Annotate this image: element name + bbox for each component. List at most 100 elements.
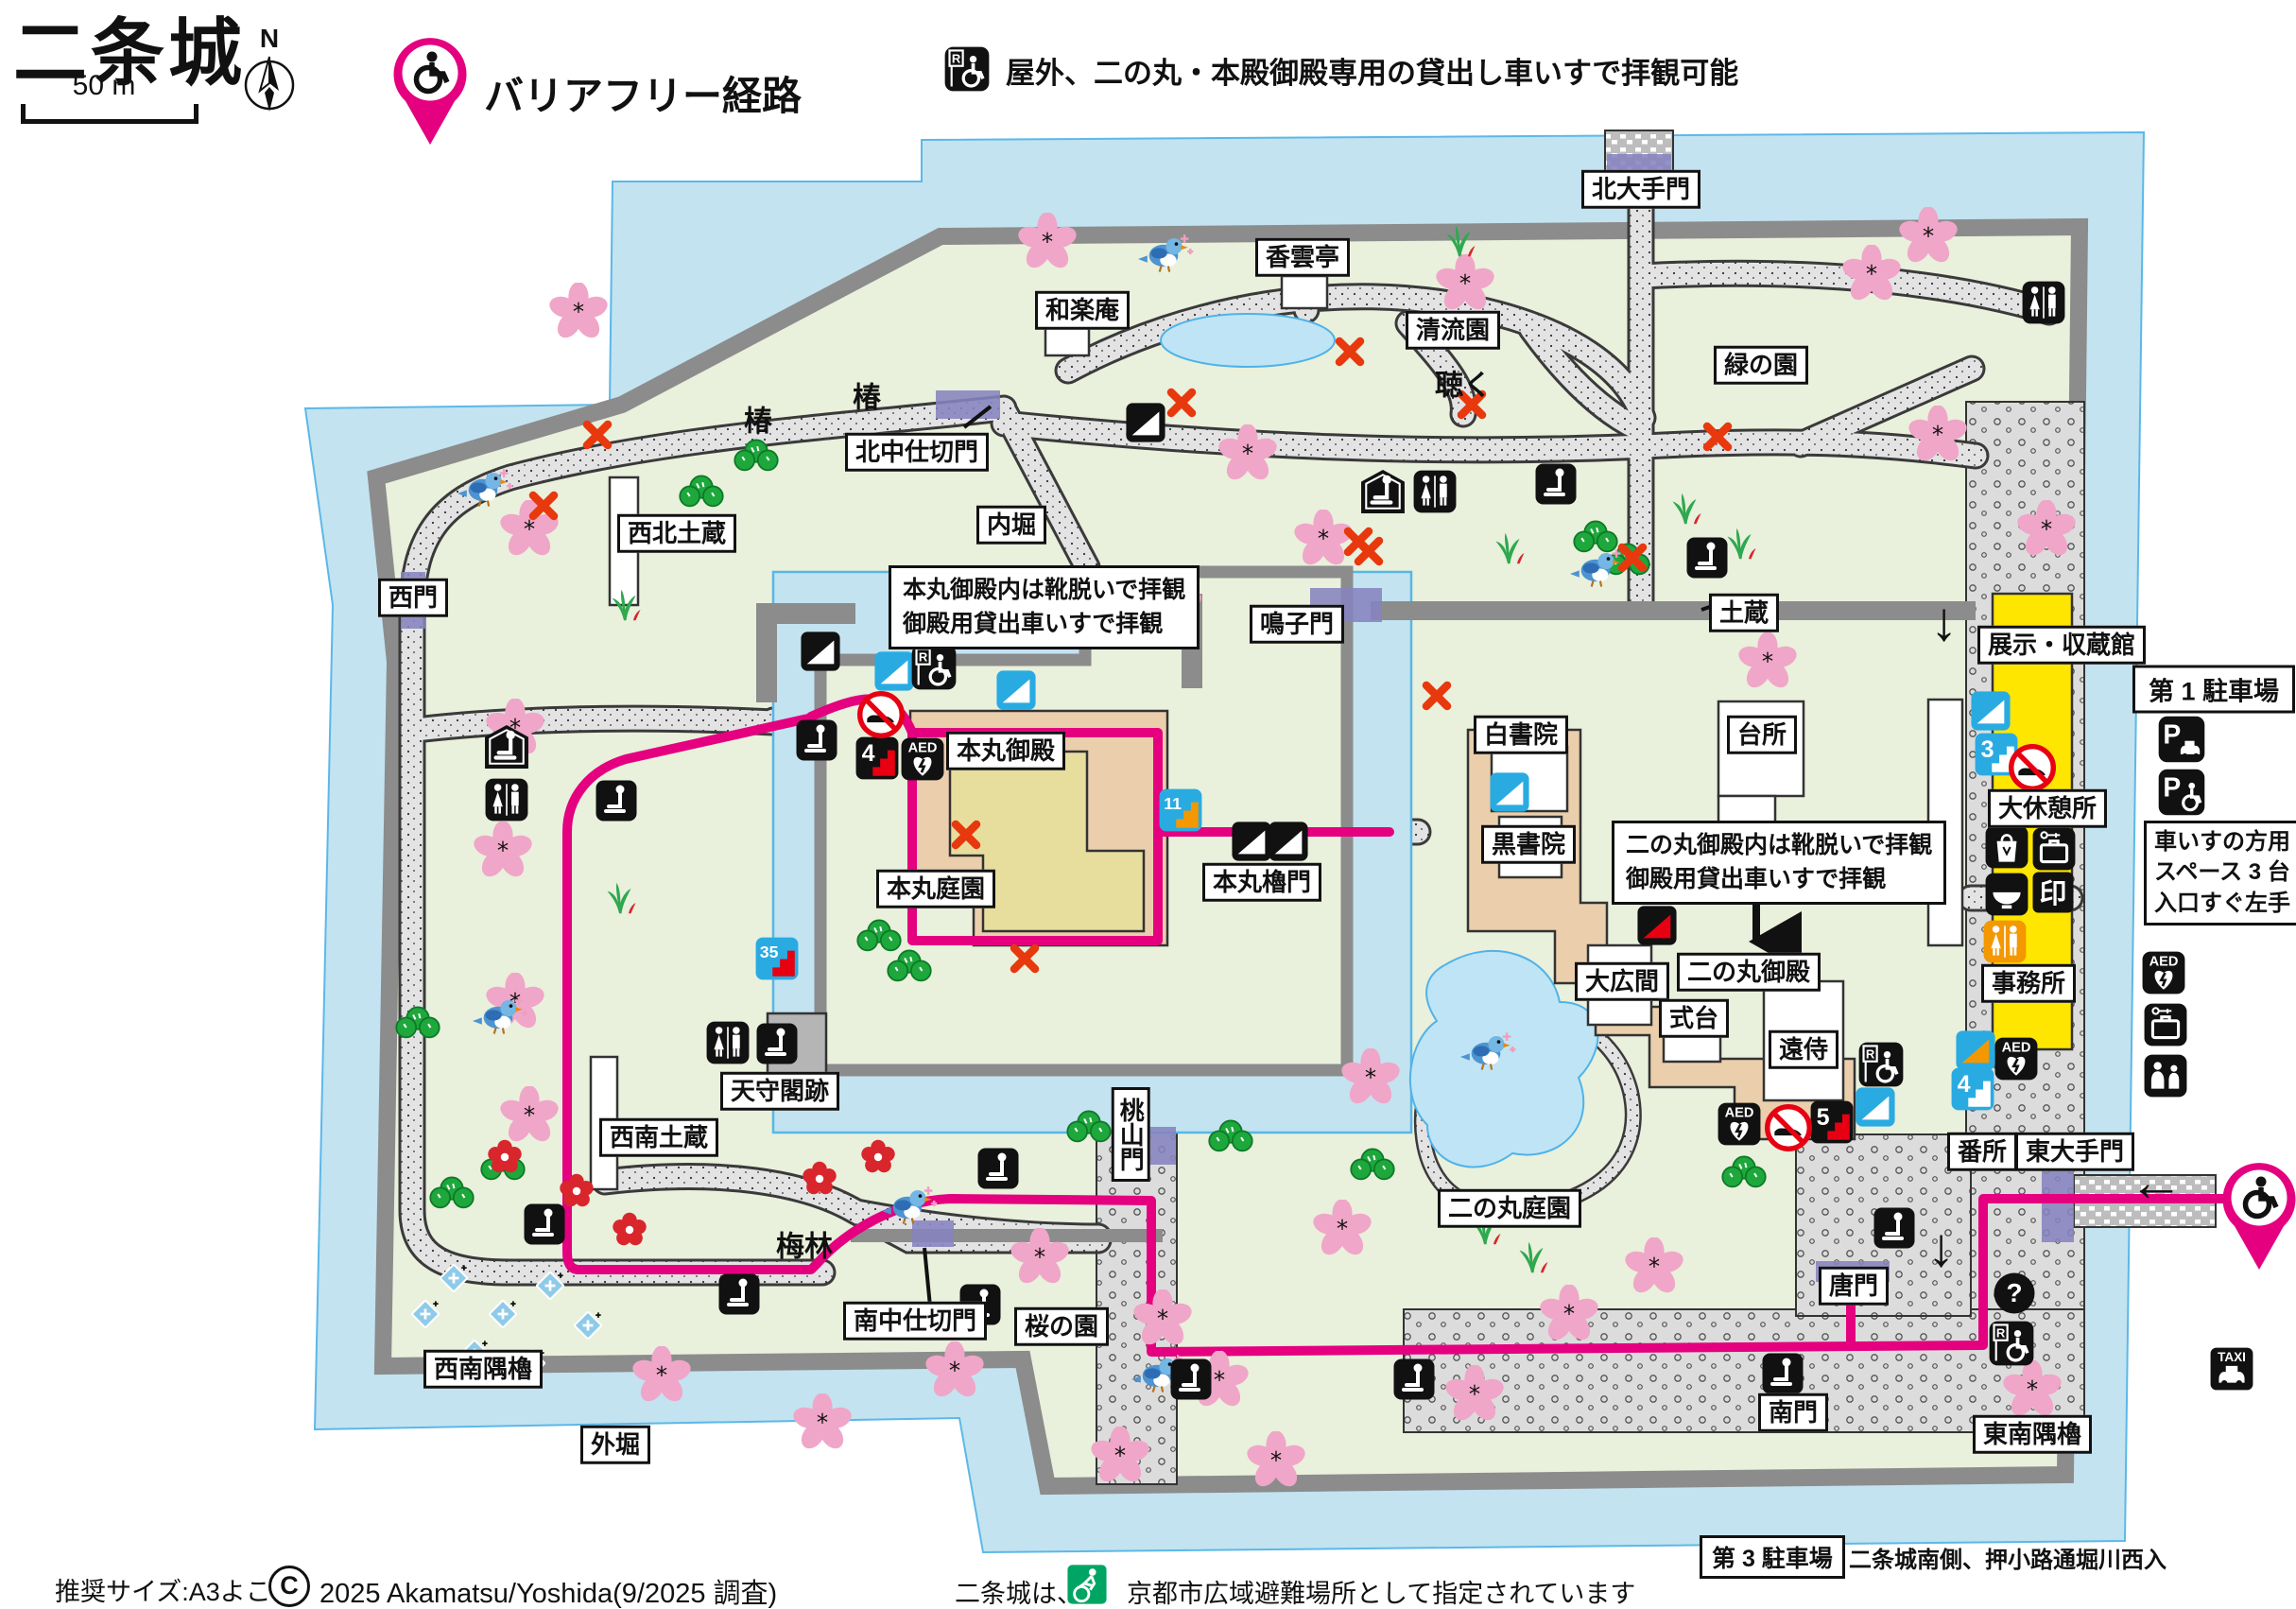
bench-icon [1169, 1358, 1213, 1401]
grass-icon [602, 586, 646, 624]
svg-text:11: 11 [1164, 794, 1182, 813]
pine-icon [854, 915, 905, 957]
nursing-icon [2143, 1053, 2188, 1099]
r-wheelchair-icon: R [910, 644, 958, 691]
route-legend-label: バリアフリー経路 [484, 74, 803, 118]
map-label: 内堀 [975, 505, 1047, 545]
svg-text:*: * [1157, 1305, 1168, 1332]
scale-label: 50 m [72, 70, 136, 101]
blue-flower-icon [439, 1263, 469, 1293]
toilet-icon [484, 777, 529, 822]
map-label: 桜の園 [1013, 1306, 1110, 1346]
sakura-icon: * [793, 1393, 852, 1452]
map-label: 西門 [377, 578, 449, 617]
svg-text:*: * [1459, 269, 1471, 297]
page-title: 二条城 [13, 11, 247, 95]
svg-text:*: * [1214, 1366, 1225, 1393]
svg-text:*: * [1923, 222, 1934, 250]
map-label: 台所 [1726, 715, 1798, 754]
svg-text:TAXI: TAXI [2218, 1350, 2246, 1364]
honmaru-note: 本丸御殿内は靴脱いで拝観 御殿用貸出車いすで拝観 [889, 565, 1200, 649]
closed-path-x-icon [949, 818, 983, 852]
locker-icon [2143, 1002, 2188, 1047]
map-label: 椿 [853, 382, 881, 414]
parking3-note: 二条城南側、押小路通堀川西入 [1849, 1548, 2167, 1573]
sakura-icon: * [1738, 631, 1797, 691]
closed-path-x-icon [1333, 335, 1367, 369]
map-label: 外堀 [579, 1425, 651, 1464]
svg-text:*: * [1337, 1215, 1348, 1242]
recommended-size-note: 推奨サイズ:A3よこ [55, 1578, 271, 1606]
evacuation-site-icon [1066, 1564, 1108, 1605]
map-label: 二の丸庭園 [1437, 1188, 1582, 1228]
bench-icon [1392, 1358, 1436, 1401]
plum-icon [858, 1137, 898, 1177]
grass-icon [1486, 529, 1529, 567]
bird-icon [453, 458, 513, 509]
map-label: 番所 [1946, 1132, 2018, 1171]
parking1-info-line1: 車いすの方用 [2154, 829, 2290, 855]
svg-text:*: * [1563, 1300, 1575, 1327]
bird-icon [1133, 223, 1194, 274]
sakura-icon: * [1341, 1047, 1400, 1107]
map-label: 北中仕切門 [844, 432, 990, 472]
svg-text:*: * [1270, 1446, 1282, 1474]
plum-icon [800, 1159, 839, 1199]
grass-icon [1437, 222, 1480, 260]
stamp-icon: 印 [2031, 871, 2075, 914]
copyright-icon: C [268, 1566, 310, 1607]
sakura-icon: * [1899, 206, 1958, 266]
covered-bench-icon [1360, 469, 1406, 514]
sakura-icon: * [1018, 212, 1077, 271]
sakura-icon: * [1625, 1237, 1683, 1296]
stairs-11-icon: 11 [1158, 787, 1203, 833]
svg-text:*: * [817, 1409, 828, 1436]
sakura-icon: * [1010, 1227, 1069, 1287]
svg-text:*: * [1114, 1442, 1126, 1469]
svg-text:*: * [1866, 260, 1877, 287]
map-label: 北大手門 [1580, 169, 1701, 209]
slope-blue-icon [995, 669, 1037, 711]
svg-text:*: * [1034, 1243, 1045, 1271]
map-label: 二の丸御殿 [1676, 952, 1821, 992]
map-label: 大休憩所 [1987, 788, 2108, 828]
bird-icon [1565, 538, 1626, 589]
honmaru-note-line2: 御殿用貸出車いすで拝観 [903, 611, 1164, 638]
sakura-icon: * [1842, 244, 1901, 303]
sakura-icon: * [500, 1085, 559, 1145]
closed-path-x-icon [1700, 420, 1735, 454]
stairs-4-icon: 4 [855, 735, 900, 781]
map-label: 黒書院 [1480, 824, 1577, 864]
aed-icon: AED [900, 736, 945, 782]
stairs-35-icon: 35 [754, 936, 800, 981]
parking1-info: 車いすの方用 スペース 3 台 入口すぐ左手 [2144, 821, 2296, 926]
blue-flower-icon [488, 1299, 518, 1329]
sakura-icon: * [1247, 1430, 1305, 1490]
map-label: 土蔵 [1708, 593, 1780, 632]
map-label: 唐門 [1818, 1266, 1890, 1306]
svg-text:P: P [2163, 772, 2181, 803]
toilet-icon [1412, 469, 1458, 514]
bird-icon [877, 1175, 938, 1226]
bench-icon [717, 1272, 761, 1316]
pine-icon [1063, 1106, 1114, 1148]
sakura-icon: * [1540, 1284, 1598, 1343]
bird-icon [1456, 1021, 1516, 1072]
bench-icon [976, 1147, 1020, 1190]
svg-text:*: * [1365, 1064, 1376, 1091]
svg-text:3: 3 [1981, 736, 1994, 763]
map-label: 西北土蔵 [616, 513, 737, 553]
svg-text:R: R [952, 51, 961, 65]
blue-flower-icon [535, 1271, 565, 1301]
map-label: 緑の園 [1713, 345, 1809, 385]
closed-path-x-icon [580, 418, 614, 452]
plum-icon [557, 1171, 596, 1211]
svg-text:R: R [919, 649, 928, 664]
map-label: 南門 [1757, 1393, 1829, 1432]
map-label: 聴く [1435, 370, 1492, 402]
map-label: 大広間 [1574, 961, 1670, 1001]
sakura-icon: * [549, 282, 608, 341]
parking1-label: 第 1 駐車場 [2132, 665, 2296, 714]
